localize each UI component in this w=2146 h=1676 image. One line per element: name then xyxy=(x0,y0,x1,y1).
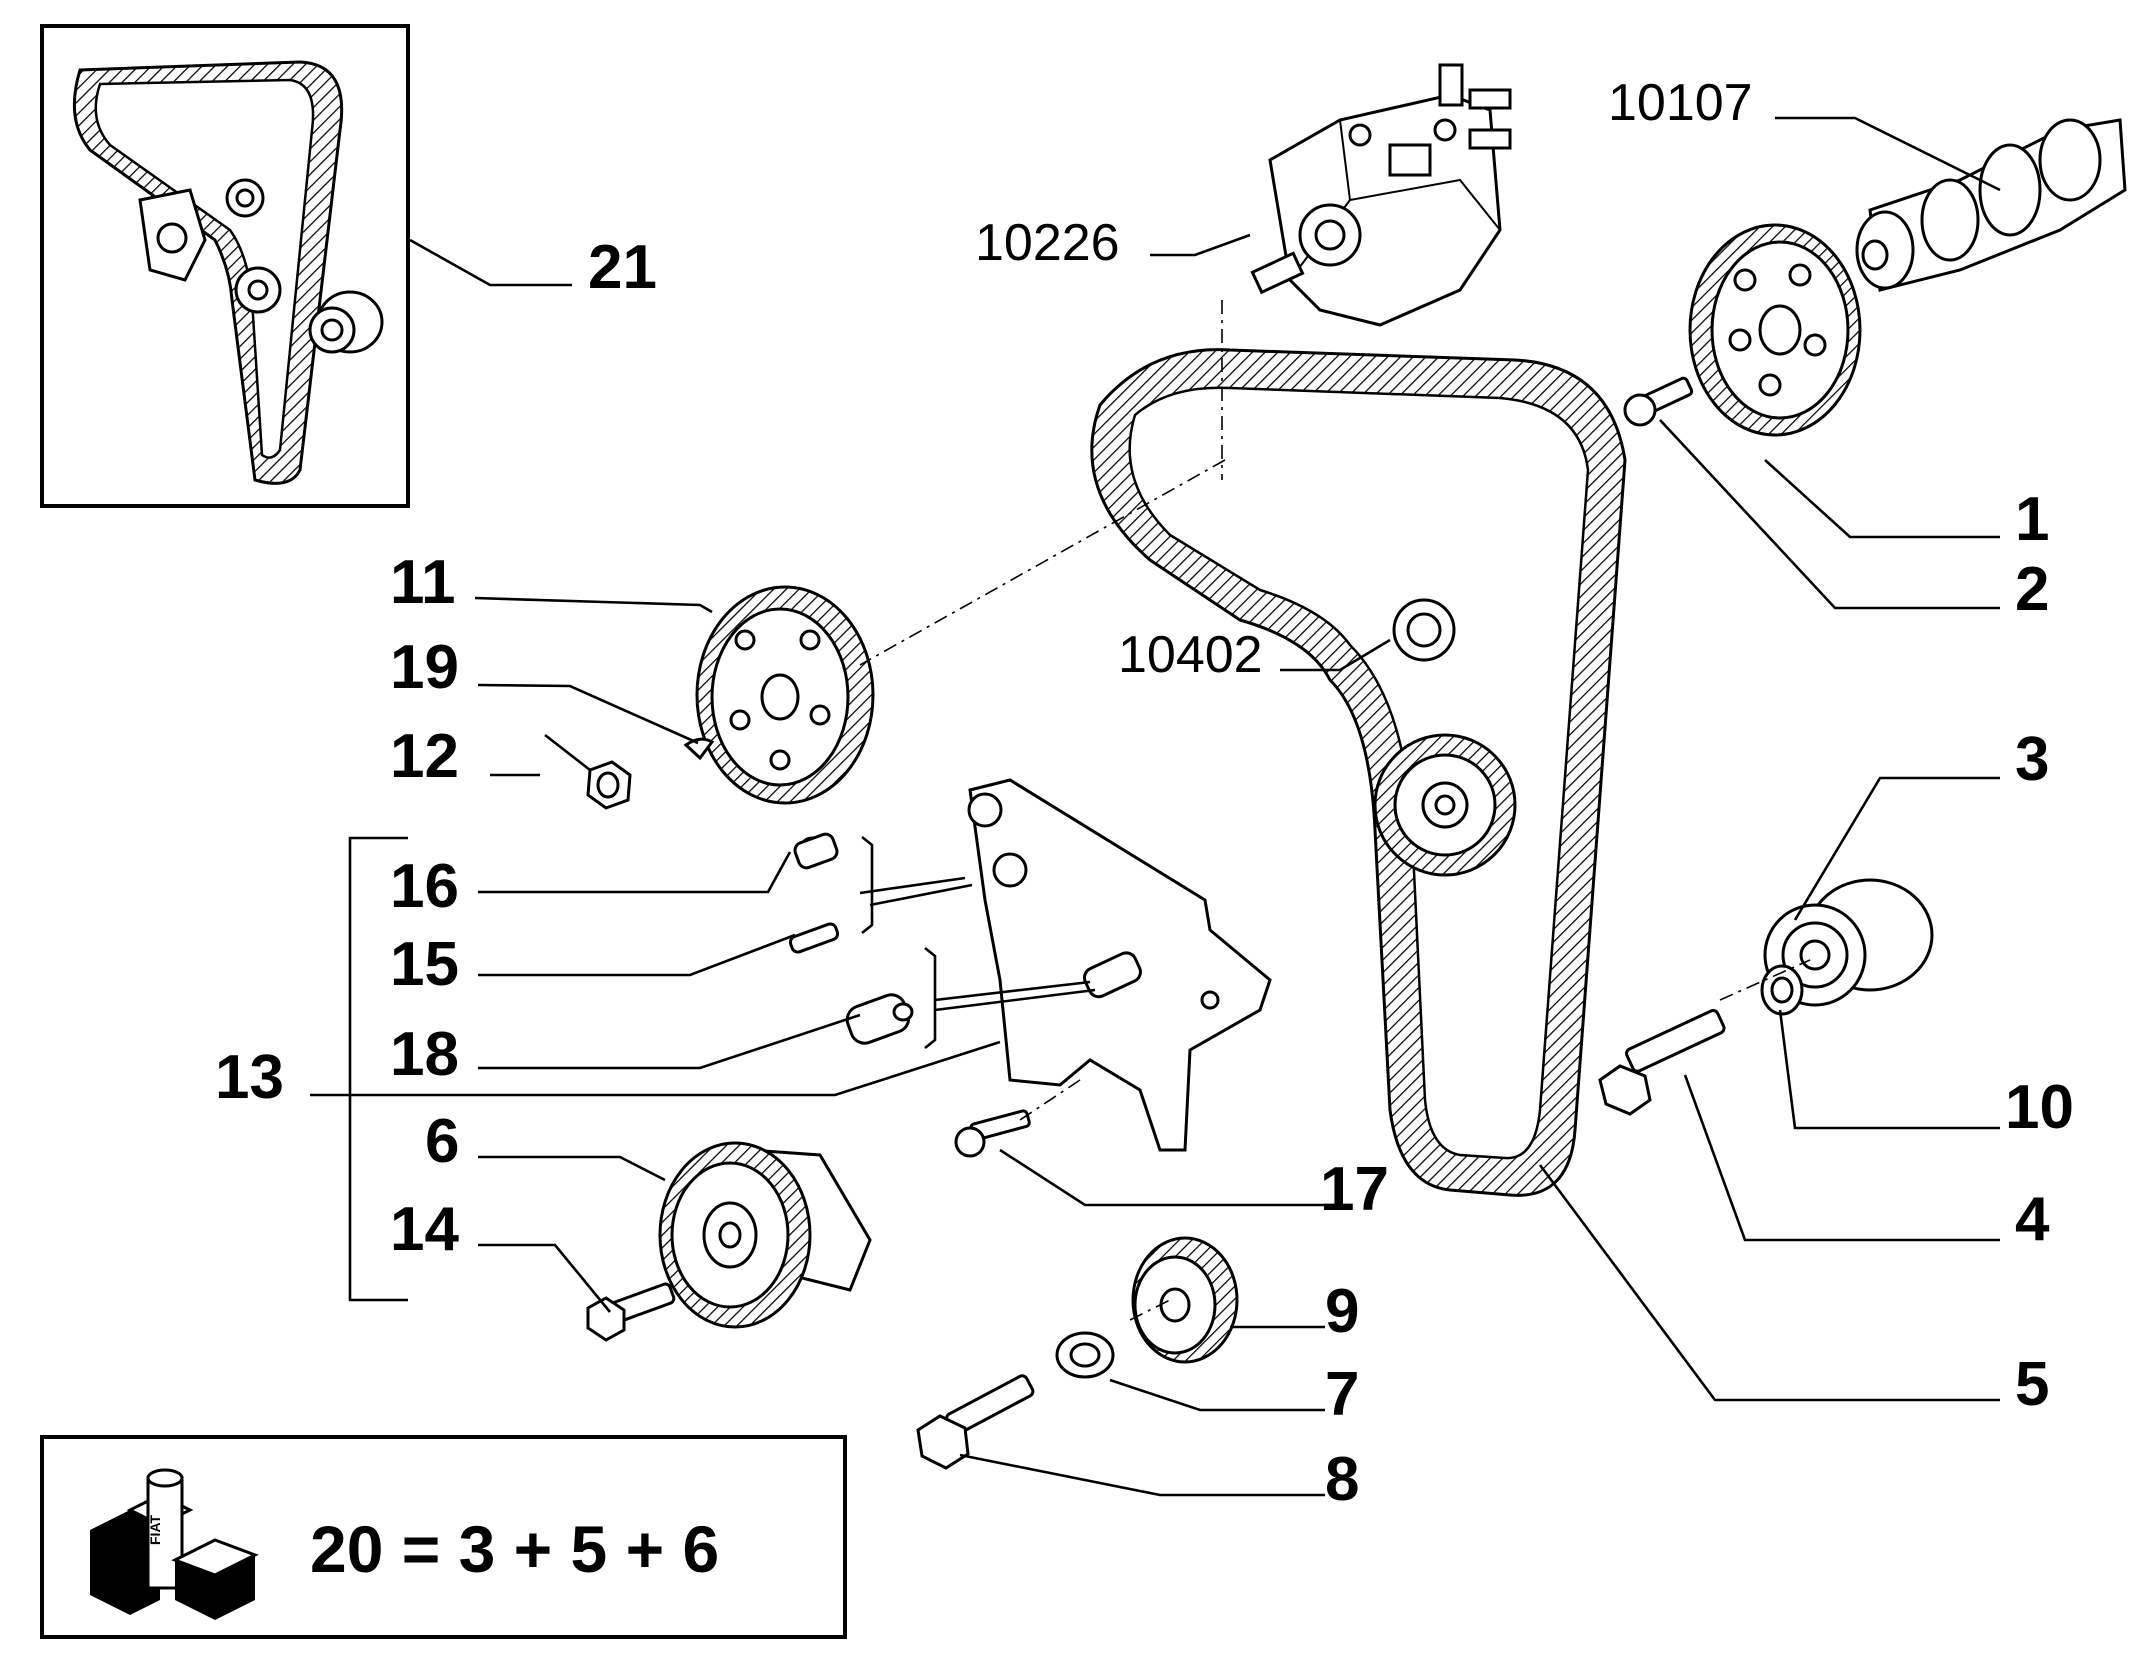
callout-6: 6 xyxy=(425,1107,459,1176)
timing-belt xyxy=(1090,348,1627,1197)
callout-12: 12 xyxy=(390,722,459,791)
lower-idler-pulley xyxy=(1131,1236,1239,1364)
kit-box: FIAT 20 = 3 + 5 + 6 xyxy=(40,1435,847,1639)
callout-21: 21 xyxy=(588,233,657,302)
callout-1: 1 xyxy=(2015,485,2049,554)
kit-formula: 20 = 3 + 5 + 6 xyxy=(310,1512,719,1586)
inset-tensioner xyxy=(138,188,207,282)
callout-14: 14 xyxy=(390,1195,459,1264)
callout-11: 11 xyxy=(390,548,456,617)
tensioner-pulley xyxy=(658,1141,872,1329)
code-10107: 10107 xyxy=(1608,74,1753,132)
tensioner-bracket xyxy=(967,778,1272,1152)
assembly-axes xyxy=(859,300,1811,1321)
tensioner-pulley-bolt xyxy=(586,1282,676,1342)
leader-lines xyxy=(310,116,2001,1497)
code-10226: 10226 xyxy=(975,214,1120,272)
fiat-logo-text: FIAT xyxy=(147,1514,163,1545)
callout-10: 10 xyxy=(2005,1073,2074,1142)
woodruff-key xyxy=(683,737,715,761)
callout-2: 2 xyxy=(2015,555,2049,624)
camshaft xyxy=(1855,118,2127,292)
belt-tensioner-pulley xyxy=(1373,733,1517,877)
lower-idler-bolt xyxy=(916,1374,1035,1470)
callout-16: 16 xyxy=(390,852,459,921)
idler-washer xyxy=(1760,964,1804,1016)
idler-roller-bolt xyxy=(1598,1009,1726,1116)
callout-3: 3 xyxy=(2015,725,2049,794)
callout-5: 5 xyxy=(2015,1350,2049,1419)
code-10402: 10402 xyxy=(1118,626,1263,684)
part-codes: 10107 10226 10402 xyxy=(975,74,1753,684)
callout-9: 9 xyxy=(1325,1277,1359,1346)
dowel-pin xyxy=(788,922,840,954)
camshaft-pulley xyxy=(1688,223,1862,437)
callout-8: 8 xyxy=(1325,1445,1359,1514)
callout-15: 15 xyxy=(390,930,459,999)
callout-7: 7 xyxy=(1325,1360,1359,1429)
pump-pulley xyxy=(695,585,875,805)
callout-labels: 21 1 2 3 10 4 5 11 19 12 16 15 18 13 6 1… xyxy=(215,233,2074,1514)
camshaft-pulley-bolt xyxy=(1623,376,1694,427)
bracket-bolt xyxy=(954,1109,1031,1158)
inset-idler-roller xyxy=(308,290,384,354)
rubber-spacer xyxy=(845,993,914,1045)
pulley-nut xyxy=(586,760,632,810)
callout-18: 18 xyxy=(390,1020,459,1089)
fiat-kit-logo: FIAT xyxy=(90,1468,259,1620)
callout-17: 17 xyxy=(1320,1155,1389,1224)
injection-pump xyxy=(1250,63,1512,327)
callout-4: 4 xyxy=(2015,1185,2050,1254)
callout-13: 13 xyxy=(215,1043,284,1112)
bracket-stud xyxy=(793,832,839,870)
inset-belt-kit xyxy=(40,24,410,508)
callout-19: 19 xyxy=(390,633,459,702)
lower-idler-spacer xyxy=(1055,1331,1115,1379)
